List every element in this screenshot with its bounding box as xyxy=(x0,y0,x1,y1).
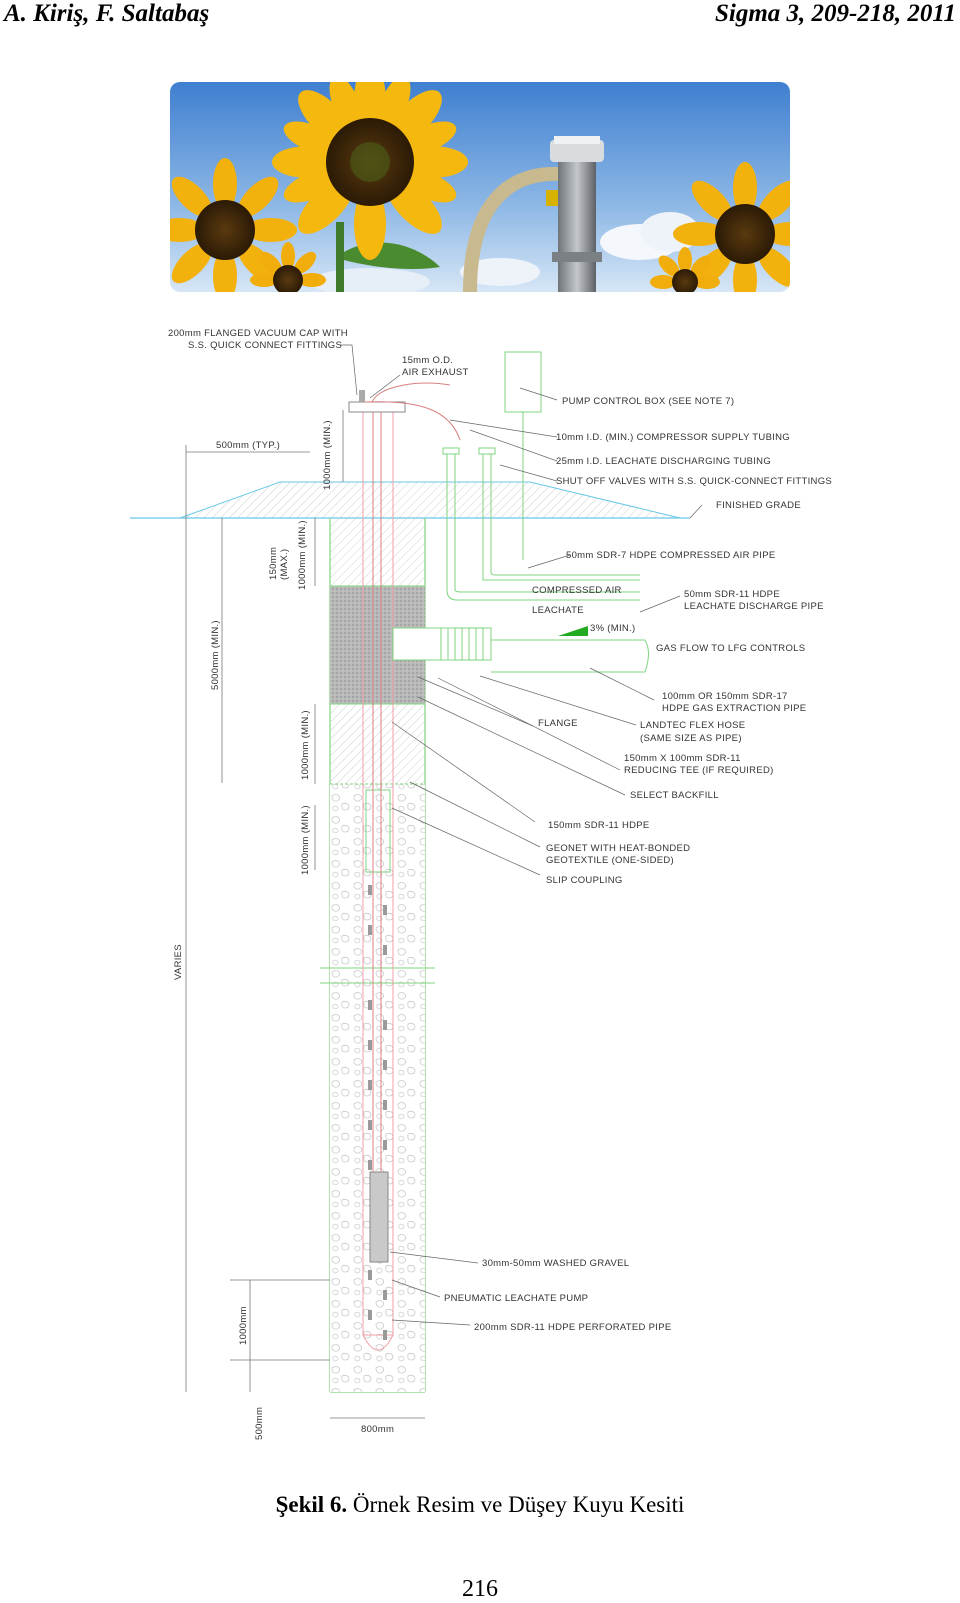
label-air-exhaust-2: AIR EXHAUST xyxy=(402,367,469,378)
running-header-authors: A. Kiriş, F. Saltabaş xyxy=(4,0,210,27)
label-select-backfill: SELECT BACKFILL xyxy=(630,790,719,801)
dim-1000: 1000mm xyxy=(238,1306,249,1345)
label-leachate: LEACHATE xyxy=(532,605,584,616)
label-hdpe-150: 150mm SDR-11 HDPE xyxy=(548,820,650,831)
label-compressor-tubing: 10mm I.D. (MIN.) COMPRESSOR SUPPLY TUBIN… xyxy=(556,432,790,443)
label-finished-grade: FINISHED GRADE xyxy=(716,500,801,511)
label-slip-coupling: SLIP COUPLING xyxy=(546,875,623,886)
label-leachate-tubing: 25mm I.D. LEACHATE DISCHARGING TUBING xyxy=(556,456,771,467)
running-header-journal: Sigma 3, 209-218, 2011 xyxy=(715,0,956,27)
dim-150-max-1: 150mm xyxy=(268,547,279,580)
label-slope: 3% (MIN.) xyxy=(590,623,635,634)
label-flange: FLANGE xyxy=(538,718,578,729)
dim-5000-min: 5000mm (MIN.) xyxy=(210,620,221,690)
label-compressed-air-pipe: 50mm SDR-7 HDPE COMPRESSED AIR PIPE xyxy=(566,550,776,561)
label-shutoff-valves: SHUT OFF VALVES WITH S.S. QUICK-CONNECT … xyxy=(556,476,832,487)
figure-caption-text: Örnek Resim ve Düşey Kuyu Kesiti xyxy=(347,1492,685,1517)
label-vacuum-cap-1: 200mm FLANGED VACUUM CAP WITH xyxy=(168,328,348,339)
label-extraction-pipe-1: 100mm OR 150mm SDR-17 xyxy=(662,691,788,702)
vertical-well-section-diagram: 200mm FLANGED VACUUM CAP WITH S.S. QUICK… xyxy=(130,328,832,1440)
dim-1000-min-mid: 1000mm (MIN.) xyxy=(300,710,311,780)
dim-500-typ: 500mm (TYP.) xyxy=(216,440,280,451)
figure-caption-label: Şekil 6. xyxy=(275,1492,348,1517)
dim-1000-min-top: 1000mm (MIN.) xyxy=(322,420,333,490)
label-reducing-tee-1: 150mm X 100mm SDR-11 xyxy=(624,753,741,764)
label-discharge-pipe-1: 50mm SDR-11 HDPE xyxy=(684,589,780,600)
label-perforated-pipe: 200mm SDR-11 HDPE PERFORATED PIPE xyxy=(474,1322,671,1333)
label-washed-gravel: 30mm-50mm WASHED GRAVEL xyxy=(482,1258,629,1269)
label-pump-control-box: PUMP CONTROL BOX (SEE NOTE 7) xyxy=(562,396,734,407)
label-pneumatic-pump: PNEUMATIC LEACHATE PUMP xyxy=(444,1293,588,1304)
label-compressed-air: COMPRESSED AIR xyxy=(532,585,622,596)
label-reducing-tee-2: REDUCING TEE (IF REQUIRED) xyxy=(624,765,774,776)
label-geonet-2: GEOTEXTILE (ONE-SIDED) xyxy=(546,855,674,866)
label-extraction-pipe-2: HDPE GAS EXTRACTION PIPE xyxy=(662,703,806,714)
label-vacuum-cap-2: S.S. QUICK CONNECT FITTINGS xyxy=(188,340,342,351)
label-gas-flow: GAS FLOW TO LFG CONTROLS xyxy=(656,643,805,654)
dim-varies: VARIES xyxy=(173,944,184,980)
dim-500: 500mm xyxy=(254,1407,265,1440)
page-number: 216 xyxy=(462,1576,498,1602)
figure-caption: Şekil 6. Örnek Resim ve Düşey Kuyu Kesit… xyxy=(0,1492,960,1518)
label-geonet-1: GEONET WITH HEAT-BONDED xyxy=(546,843,690,854)
dim-150-max-2: (MAX.) xyxy=(279,549,290,580)
dim-1000-min-lower: 1000mm (MIN.) xyxy=(300,805,311,875)
label-discharge-pipe-2: LEACHATE DISCHARGE PIPE xyxy=(684,601,824,612)
dim-800: 800mm xyxy=(361,1424,394,1435)
sunflower-wellhead-photo xyxy=(170,82,790,292)
label-air-exhaust-1: 15mm O.D. xyxy=(402,355,453,366)
label-flex-hose-2: (SAME SIZE AS PIPE) xyxy=(640,733,742,744)
dim-1000-min-upper: 1000mm (MIN.) xyxy=(297,520,308,590)
label-flex-hose-1: LANDTEC FLEX HOSE xyxy=(640,720,745,731)
